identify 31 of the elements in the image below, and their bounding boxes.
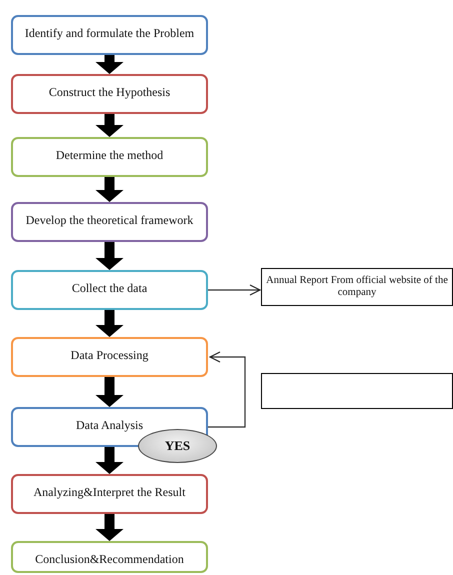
process-box: [11, 137, 208, 177]
block-arrow: [96, 177, 124, 202]
step-label: Identify and formulate the Problem: [24, 26, 194, 41]
block-arrow: [96, 310, 124, 337]
note-box: [261, 373, 453, 409]
arrow: [208, 284, 261, 296]
step-label: Analyzing&Interpret the Result: [34, 485, 186, 500]
process-box: [11, 474, 208, 514]
note-box: [261, 268, 453, 306]
process-box: [11, 15, 208, 55]
step-label: Collect the data: [72, 281, 148, 296]
process-box: [11, 337, 208, 377]
step-label: Construct the Hypothesis: [48, 85, 170, 100]
process-box: [11, 202, 208, 242]
step-label: Determine the method: [56, 148, 164, 163]
block-arrow: [96, 55, 124, 74]
step-label: Conclusion&Recommendation: [35, 552, 184, 567]
block-arrow: [96, 114, 124, 137]
block-arrow: [96, 447, 124, 474]
step-label: Annual Report From official website of the company: [266, 274, 448, 300]
step-label: YES: [164, 438, 190, 454]
arrow: [208, 351, 246, 428]
step-label: Data Analysis: [76, 418, 143, 433]
step-label: Develop the theoretical framework: [26, 213, 194, 228]
process-box: [11, 541, 208, 573]
block-arrow: [96, 242, 124, 270]
step-label: Data Processing: [70, 348, 148, 363]
block-arrow: [96, 377, 124, 407]
process-box: [11, 270, 208, 310]
block-arrow: [96, 514, 124, 541]
process-box: [11, 74, 208, 114]
